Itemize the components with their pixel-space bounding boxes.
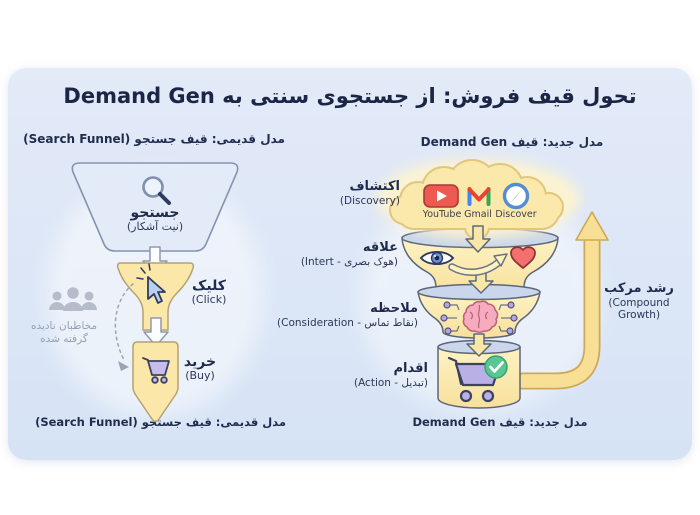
search-icon (142, 176, 171, 205)
stage-title: جستجو (130, 205, 180, 221)
interest-curve-arrow (448, 253, 508, 277)
conversion-cart-icon (447, 356, 502, 403)
stage-subtitle: (هوک بصری - Intert) (300, 255, 398, 268)
channel-label-discover: Discover (495, 209, 537, 220)
search-funnel-top-shape (71, 162, 239, 252)
stage-subtitle: (Click) (191, 293, 227, 307)
growth-subtitle: (Compound Growth) (608, 296, 670, 321)
stage-title: کلیک (192, 278, 226, 294)
note-line: گرفته شده (40, 333, 88, 346)
stage-title: اقدام (393, 361, 428, 376)
stage-subtitle: (نقاط تماس - Consideration) (277, 316, 418, 329)
channel-label-gmail: Gmail (464, 209, 492, 220)
left-funnel-header: مدل قدیمی: قیف جستجو (Search Funnel) (23, 132, 285, 146)
check-icon (484, 355, 508, 379)
right-stage-action: اقدام (تبدیل - Action) (268, 361, 428, 389)
gmail-icon (467, 187, 491, 206)
lost-audience-arrow (114, 283, 134, 371)
youtube-icon (423, 184, 459, 208)
right-stage-interest: علاقه (هوک بصری - Intert) (238, 240, 398, 268)
stage-subtitle: (Discovery) (339, 194, 400, 207)
right-stage-consideration: ملاحظه (نقاط تماس - Consideration) (258, 301, 418, 329)
compound-growth-arrow (514, 211, 609, 390)
compound-growth-label: رشد مرکب (Compound Growth) (598, 281, 680, 321)
stage-subtitle: (Buy) (185, 369, 215, 383)
left-stage-buy: خرید (Buy) (177, 354, 223, 383)
down-arrow-icon (466, 333, 492, 357)
heart-icon (510, 246, 536, 269)
stage-subtitle: (نیت آشکار) (126, 220, 184, 234)
discover-icon (502, 182, 530, 210)
brain-circuit-icon (440, 300, 518, 335)
lost-audience-note: مخاطبان نادیده گرفته شده (22, 320, 106, 346)
eye-icon (419, 251, 455, 265)
stage-subtitle: (تبدیل - Action) (353, 376, 428, 389)
right-funnel-footer: مدل جدید: قیف Demand Gen (412, 415, 588, 429)
cursor-click-icon (136, 263, 166, 304)
right-stage-discovery: اکتشاف (Discovery) (240, 179, 400, 207)
left-stage-click: کلیک (Click) (183, 278, 235, 307)
stage-title: خرید (183, 354, 217, 370)
note-line: مخاطبان نادیده (30, 320, 98, 332)
down-arrow-icon (143, 317, 169, 347)
stage-title: ملاحظه (370, 301, 418, 316)
left-stage-search: جستجو (نیت آشکار) (105, 205, 205, 234)
stage-title: علاقه (362, 240, 398, 255)
left-funnel-graphic (49, 162, 239, 422)
page-title: تحول قیف فروش: از جستجوی سنتی به Demand … (63, 84, 637, 108)
growth-title: رشد مرکب (604, 281, 674, 296)
down-arrow-icon (465, 225, 491, 253)
channel-label-youtube: YouTube (422, 209, 462, 220)
stage-title: اکتشاف (349, 179, 400, 194)
right-funnel-graphic (376, 159, 609, 409)
shopping-cart-icon (142, 357, 170, 384)
left-funnel-footer: مدل قدیمی: قیف جستجو (Search Funnel) (35, 415, 286, 429)
right-funnel-header: مدل جدید: قیف Demand Gen (420, 135, 604, 149)
audience-icon (49, 287, 97, 311)
